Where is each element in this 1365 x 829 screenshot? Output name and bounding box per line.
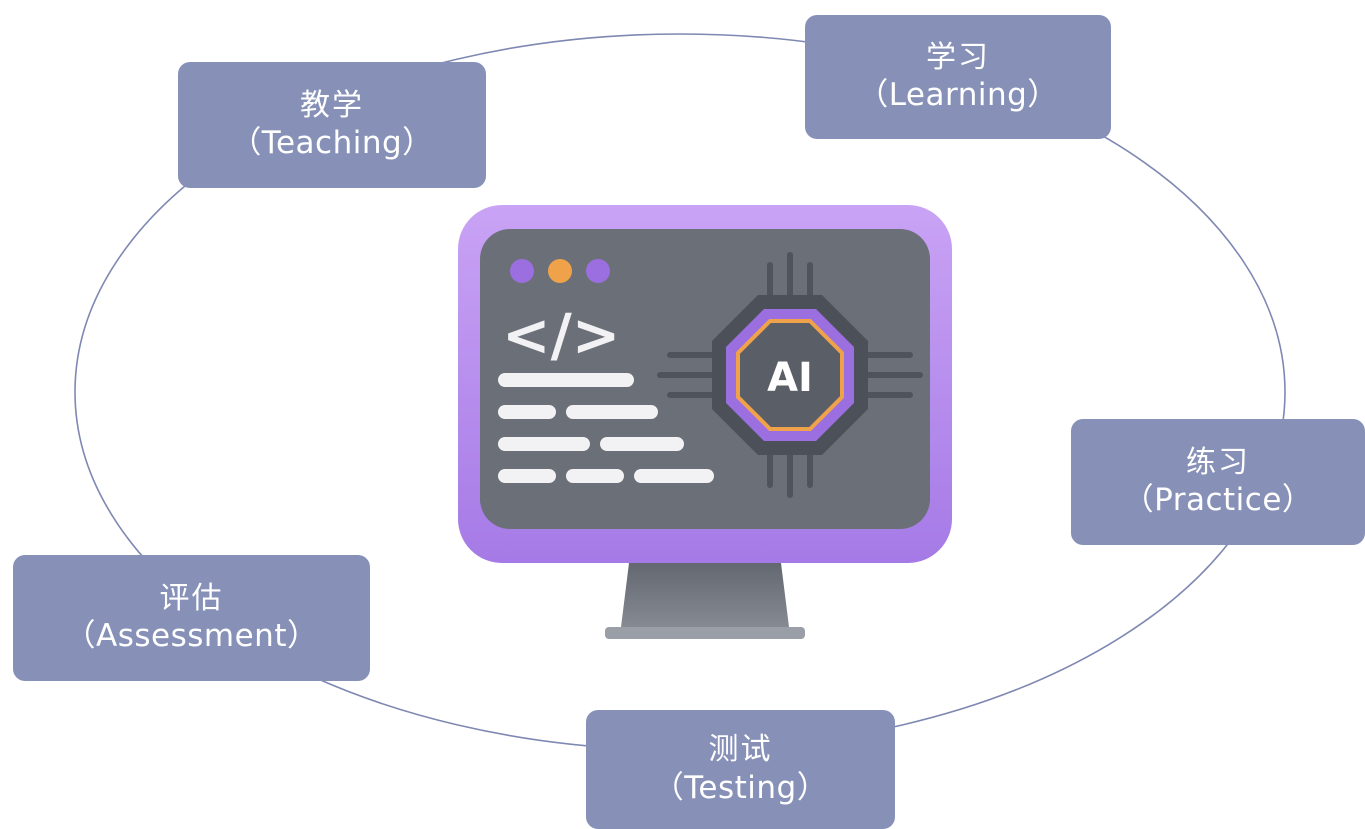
- code-line: [600, 437, 684, 451]
- stage-teaching: 教学 （Teaching）: [178, 62, 486, 188]
- ai-monitor-illustration: </> AI: [458, 205, 952, 639]
- stage-testing-en: （Testing）: [652, 769, 829, 806]
- code-glyph: </>: [502, 301, 620, 369]
- code-line: [498, 373, 634, 387]
- stage-learning-en: （Learning）: [857, 77, 1059, 114]
- monitor-stand: [620, 555, 790, 635]
- stage-practice: 练习 （Practice）: [1071, 419, 1365, 545]
- code-line: [498, 469, 556, 483]
- code-line: [566, 405, 658, 419]
- stage-assessment: 评估 （Assessment）: [13, 555, 370, 681]
- stage-teaching-en: （Teaching）: [230, 125, 434, 162]
- code-line: [566, 469, 624, 483]
- stage-assessment-zh: 评估: [159, 580, 224, 616]
- ai-chip-label: AI: [767, 355, 813, 401]
- stage-teaching-zh: 教学: [300, 87, 364, 123]
- code-line: [634, 469, 714, 483]
- window-dot-orange: [548, 259, 572, 283]
- stage-practice-zh: 练习: [1186, 444, 1250, 480]
- stage-testing-zh: 测试: [708, 732, 773, 768]
- stage-testing: 测试 （Testing）: [586, 710, 895, 829]
- window-dot-purple: [510, 259, 534, 283]
- stage-assessment-en: （Assessment）: [64, 618, 319, 655]
- window-dot-violet: [586, 259, 610, 283]
- stage-learning: 学习 （Learning）: [805, 15, 1111, 139]
- code-line: [498, 405, 556, 419]
- code-line: [498, 437, 590, 451]
- stage-practice-en: （Practice）: [1122, 482, 1314, 519]
- stage-learning-zh: 学习: [926, 39, 990, 75]
